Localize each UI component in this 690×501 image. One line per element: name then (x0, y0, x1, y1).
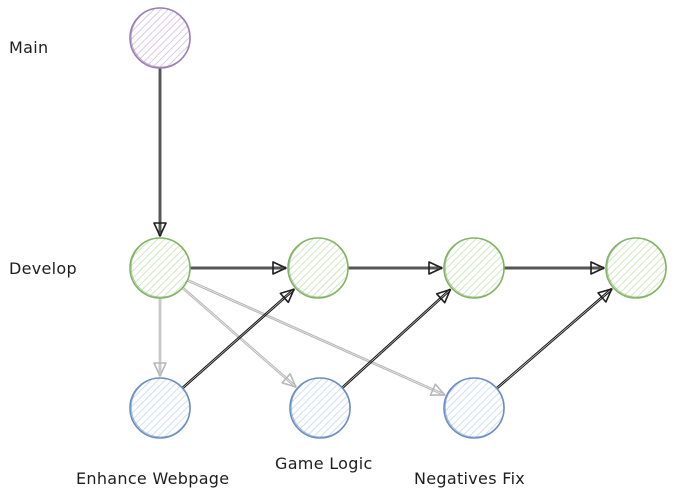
feature-label-game-logic: Game Logic (275, 454, 373, 473)
arrowhead-icon (590, 261, 605, 275)
nodes-layer (129, 7, 667, 439)
arrowhead-icon (435, 288, 452, 304)
lane-label-main: Main (9, 38, 49, 57)
arrowhead-icon (429, 383, 446, 396)
feature-label-negatives-fix: Negatives Fix (414, 469, 526, 488)
arrowhead-icon (597, 288, 613, 303)
edge-dev1-to-dev2 (190, 261, 287, 275)
edge-dev1-to-feat1 (153, 298, 167, 377)
commit-node-outline (130, 377, 191, 438)
commit-node-outline (288, 237, 349, 298)
edge-dev2-to-dev3 (348, 261, 443, 275)
commit-node-outline (444, 237, 505, 298)
commit-node-outline (130, 7, 191, 68)
arrowhead-icon (279, 288, 295, 304)
edge-feat2-to-dev3 (341, 288, 452, 389)
edge-dev3-to-dev4 (504, 261, 605, 275)
edge-feat1-to-dev2 (181, 288, 295, 390)
edge-main1-to-dev1 (153, 68, 167, 237)
edge-dev1-to-feat3 (186, 278, 446, 397)
lane-label-develop: Develop (9, 259, 77, 278)
commit-node-outline (444, 377, 505, 438)
arrowhead-icon (153, 362, 167, 377)
commit-node-outline (606, 237, 667, 298)
arrowhead-icon (281, 373, 297, 388)
edge-feat3-to-dev4 (495, 287, 613, 390)
arrowhead-icon (272, 261, 287, 275)
feature-label-enhance-webpage: Enhance Webpage (76, 469, 230, 488)
arrowhead-icon (428, 261, 443, 275)
commit-node-outline (290, 377, 351, 438)
edges-layer (153, 68, 613, 397)
commit-node-outline (130, 237, 191, 298)
arrowhead-icon (153, 222, 167, 237)
